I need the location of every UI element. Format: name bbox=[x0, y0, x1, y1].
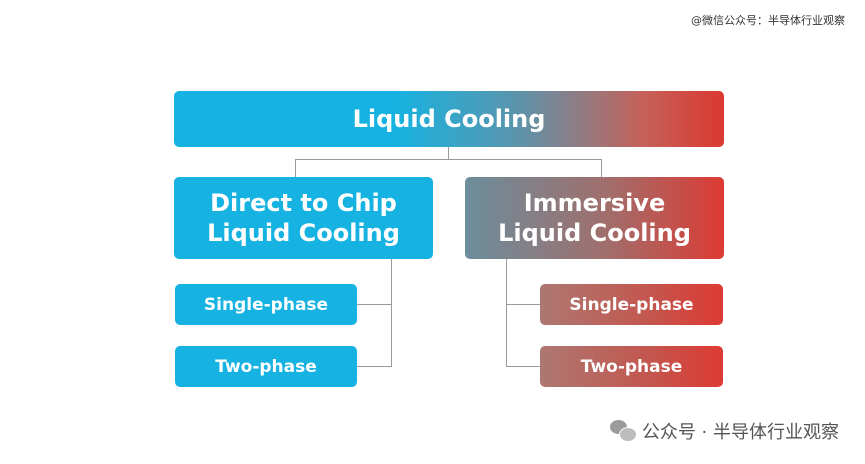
connector-right-leaf1 bbox=[506, 304, 540, 305]
connector-left-leaf1 bbox=[357, 304, 392, 305]
node-right-two-phase-label: Two-phase bbox=[580, 356, 683, 377]
footer-brand-text: 公众号 · 半导体行业观察 bbox=[641, 422, 839, 443]
node-immersive: Immersive Liquid Cooling bbox=[465, 177, 724, 259]
node-direct-to-chip: Direct to Chip Liquid Cooling bbox=[174, 177, 433, 259]
node-right-two-phase: Two-phase bbox=[540, 346, 723, 387]
node-left-single-phase: Single-phase bbox=[175, 284, 357, 325]
node-immersive-line2: Liquid Cooling bbox=[498, 219, 691, 247]
node-liquid-cooling-label: Liquid Cooling bbox=[352, 105, 546, 133]
node-direct-to-chip-line2: Liquid Cooling bbox=[207, 219, 400, 247]
top-watermark: @微信公众号：半导体行业观察 bbox=[691, 14, 845, 27]
connector-left-leaf2 bbox=[357, 366, 392, 367]
node-left-single-phase-label: Single-phase bbox=[203, 294, 329, 315]
connector-root-bar bbox=[295, 159, 602, 160]
node-right-single-phase: Single-phase bbox=[540, 284, 723, 325]
node-left-two-phase: Two-phase bbox=[175, 346, 357, 387]
connector-right-trunk bbox=[506, 259, 507, 367]
node-immersive-line1: Immersive bbox=[523, 189, 666, 217]
connector-right-leaf2 bbox=[506, 366, 540, 367]
node-right-single-phase-label: Single-phase bbox=[569, 294, 694, 315]
node-liquid-cooling: Liquid Cooling bbox=[174, 91, 724, 147]
node-left-two-phase-label: Two-phase bbox=[215, 356, 317, 377]
connector-left-trunk bbox=[391, 259, 392, 367]
footer-brand: 公众号 · 半导体行业观察 bbox=[609, 418, 839, 444]
wechat-icon bbox=[609, 420, 637, 442]
node-direct-to-chip-line1: Direct to Chip bbox=[210, 189, 397, 217]
connector-right-drop bbox=[601, 159, 602, 177]
connector-left-drop bbox=[295, 159, 296, 177]
connector-root-stem bbox=[448, 147, 449, 160]
